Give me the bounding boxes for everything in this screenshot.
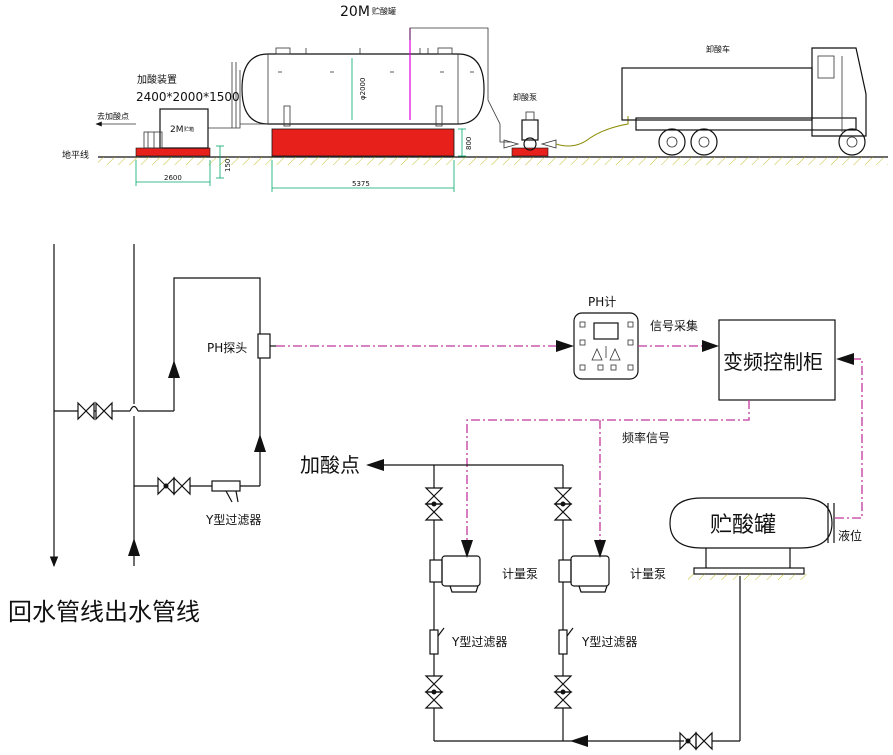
dim-5375: 5375: [352, 180, 370, 188]
dimension-lines: [135, 128, 466, 192]
suction-header: [434, 576, 741, 751]
dosing-unit: [143, 62, 268, 149]
level-signal-line: [835, 358, 863, 519]
supply-line-label: 出水管线: [104, 598, 200, 626]
vfd-cabinet-label: 变频控制柜: [723, 350, 823, 374]
unload-pump: [503, 111, 557, 151]
signal-collect-label: 信号采集: [650, 318, 698, 333]
dosing-box-label: 2M: [170, 125, 184, 135]
pid-view: PH探头 Y型过滤器: [8, 244, 863, 751]
y-filter-1-label: Y型过滤器: [451, 635, 507, 649]
dim-2600: 2600: [164, 174, 182, 182]
metering-loop-1: [424, 465, 481, 741]
dosing-point-arrow: [366, 459, 384, 471]
probe-signal-arrow: [556, 340, 574, 352]
tank-diameter: φ2000: [359, 78, 367, 100]
tank-foundation: [271, 128, 455, 157]
tank-title: 20M: [340, 4, 370, 20]
dosing-unit-label: 加酸装置: [137, 73, 177, 86]
sample-supply-branch: [134, 476, 260, 503]
level-signal-arrow: [836, 353, 854, 365]
freq-signal-label: 频率信号: [622, 430, 670, 445]
sample-loop: [173, 277, 261, 411]
elevation-view: 20M 贮酸罐 地平线: [62, 4, 888, 192]
probe-return-arrow: [254, 434, 266, 452]
ph-meter-label: PH计: [588, 295, 616, 309]
tanker-truck-label: 卸酸车: [706, 44, 730, 54]
dosing-box-small: 贮箱: [184, 126, 194, 133]
storage-tank-elevation: [241, 28, 485, 127]
dim-150: 150: [224, 159, 232, 172]
unload-hose: [555, 116, 629, 147]
ground-line-label: 地平线: [62, 149, 89, 161]
y-filter-main-label: Y型过滤器: [205, 513, 261, 527]
ph-meter: [573, 312, 639, 380]
ph-probe-label: PH探头: [207, 341, 247, 355]
to-dosing-point-label: 去加酸点: [97, 111, 129, 121]
signal-collect-arrow: [702, 340, 719, 352]
tanker-truck: [621, 47, 867, 156]
ground-line: [98, 156, 888, 165]
storage-tank-label: 贮酸罐: [710, 513, 776, 538]
bypass-line: [54, 401, 174, 421]
pump-base: [511, 147, 549, 157]
unload-pipe: [409, 27, 512, 143]
return-line-label: 回水管线: [8, 598, 104, 626]
y-filter-2-label: Y型过滤器: [581, 635, 637, 649]
level-label: 液位: [838, 528, 862, 543]
storage-tank-pid: [669, 497, 835, 580]
metering-pump-1-label: 计量泵: [502, 567, 538, 581]
metering-pump-2-label: 计量泵: [630, 567, 666, 581]
freq-arrow-2: [594, 540, 606, 558]
metering-loop-2: [553, 465, 610, 741]
dosing-point-label: 加酸点: [300, 453, 360, 477]
vfd-cabinet: [718, 319, 836, 401]
supply-arrow: [128, 538, 140, 556]
dosing-base: [135, 147, 211, 157]
freq-arrow-1: [461, 540, 473, 558]
ph-probe: [257, 333, 271, 359]
freq-signal-line: [466, 400, 750, 546]
sample-loop-arrow: [168, 360, 180, 378]
dosing-unit-size: 2400*2000*1500: [136, 90, 240, 104]
tank-title-small: 贮酸罐: [372, 6, 396, 16]
unload-pump-label: 卸酸泵: [513, 92, 537, 102]
dim-800: 800: [465, 137, 473, 150]
